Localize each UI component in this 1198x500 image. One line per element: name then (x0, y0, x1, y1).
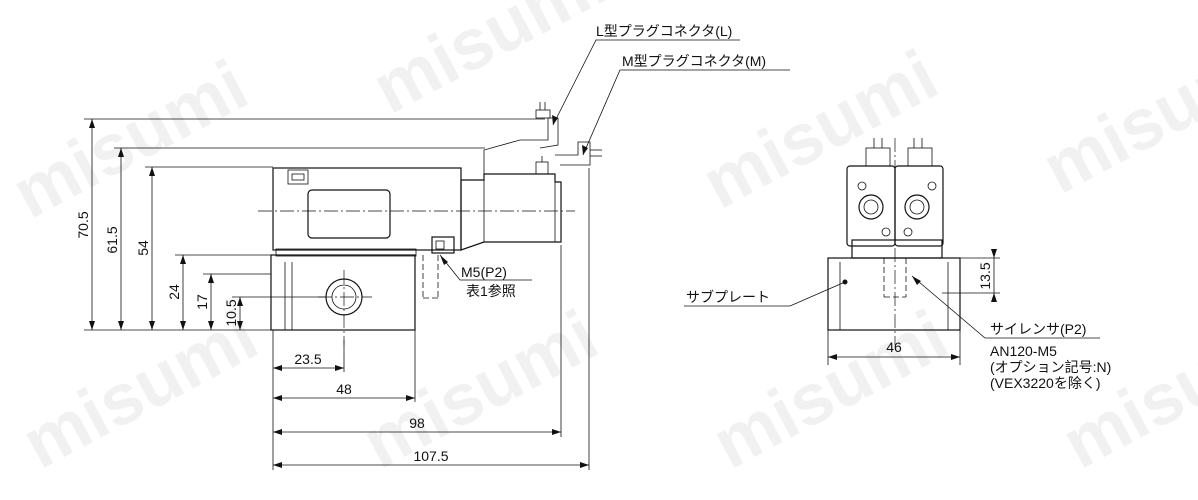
leader-subplate (684, 281, 846, 307)
dim-label-23-5: 23.5 (294, 351, 321, 367)
watermark-text: misumi (360, 0, 620, 129)
dim-label-107-5: 107.5 (413, 448, 448, 464)
label-silencer-model: AN120-M5 (990, 343, 1057, 359)
label-l-connector: L型プラグコネクタ(L) (596, 23, 732, 39)
dim-label-61-5: 61.5 (104, 226, 120, 253)
watermark-text: misumi (1030, 20, 1198, 209)
dim-label-46: 46 (886, 339, 902, 355)
label-exclusion: (VEX3220を除く) (990, 375, 1100, 391)
watermark-text: misumi (0, 45, 260, 234)
dim-label-24: 24 (166, 284, 182, 300)
solenoid (460, 173, 562, 251)
leader-m5-port (439, 254, 532, 281)
dim-label-13-5: 13.5 (977, 262, 993, 289)
label-option-code: (オプション記号:N) (990, 359, 1111, 375)
dim-label-17: 17 (194, 294, 210, 310)
end-view: 13.5 46 サブプレート サイレンサ(P2) AN120-M5 (オプション… (684, 138, 1111, 391)
leader-silencer (911, 275, 1100, 339)
label-m-connector: M型プラグコネクタ(M) (622, 53, 766, 69)
subplate-body (270, 254, 416, 331)
l-connector-outline (483, 117, 559, 174)
gasket (275, 248, 417, 257)
label-subplate: サブプレート (686, 289, 770, 305)
leader-m-connector (582, 69, 790, 156)
m-connector-outline (555, 141, 591, 166)
watermark-text: misumi (700, 295, 960, 484)
label-m5-reference: 表1参照 (466, 283, 516, 299)
dim-label-98: 98 (409, 415, 425, 431)
end-base (851, 239, 943, 259)
dim-label-48: 48 (336, 381, 352, 397)
watermark-text: misumi (350, 295, 610, 484)
dim-label-70-5: 70.5 (75, 211, 91, 238)
dim-label-10-5: 10.5 (223, 299, 239, 326)
solenoid-block-left (846, 165, 896, 247)
watermark-layer: misumi misumi misumi misumi misumi misum… (0, 0, 1198, 484)
leader-l-connector (552, 39, 740, 126)
label-m5-port: M5(P2) (461, 264, 507, 280)
valve-window (307, 189, 391, 239)
label-silencer: サイレンサ(P2) (990, 321, 1086, 337)
pilot-port (431, 236, 455, 254)
solenoid-block-right (894, 165, 944, 247)
dim-label-54: 54 (135, 240, 151, 256)
side-view: 70.5 61.5 54 24 17 10.5 23.5 48 98 107.5… (75, 23, 790, 470)
